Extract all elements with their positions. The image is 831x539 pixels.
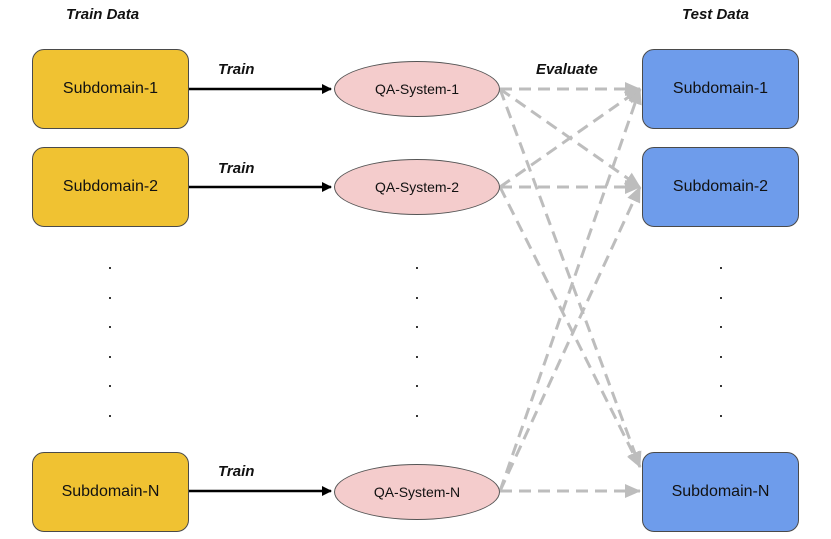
evaluate-label: Evaluate bbox=[536, 61, 598, 78]
ellipsis-dot: · bbox=[718, 286, 724, 307]
ellipsis-dot: · bbox=[414, 404, 420, 425]
evaluate-arrow-qa2-to-test1 bbox=[499, 87, 641, 189]
evaluate-arrow-qan-to-test1 bbox=[498, 88, 642, 492]
qa-system-n-node: QA-System-N bbox=[334, 464, 500, 520]
ellipsis-dot: · bbox=[107, 375, 113, 396]
ellipsis-dot: · bbox=[414, 345, 420, 366]
ellipsis-dot: · bbox=[718, 257, 724, 277]
train-subdomain-1-box: Subdomain-1 bbox=[32, 49, 189, 129]
ellipsis-dot: · bbox=[718, 375, 724, 396]
train-label-1: Train bbox=[218, 61, 255, 78]
evaluate-arrow-qa2-to-testn bbox=[498, 186, 642, 468]
qa-system-2-node: QA-System-2 bbox=[334, 159, 500, 215]
ellipsis-dot: · bbox=[718, 345, 724, 366]
test-subdomain-2-box: Subdomain-2 bbox=[642, 147, 799, 227]
ellipsis-dot: · bbox=[414, 286, 420, 307]
train-data-header: Train Data bbox=[66, 6, 140, 23]
test-subdomain-1-box: Subdomain-1 bbox=[642, 49, 799, 129]
ellipsis-dot: · bbox=[107, 345, 113, 366]
ellipsis-dot: · bbox=[718, 316, 724, 337]
ellipsis-dot: · bbox=[414, 375, 420, 396]
evaluate-arrow-qan-to-test2 bbox=[498, 186, 642, 492]
test-subdomain-n-box: Subdomain-N bbox=[642, 452, 799, 532]
ellipsis-dot: · bbox=[107, 257, 113, 277]
ellipsis-dot: · bbox=[107, 404, 113, 425]
test-data-header: Test Data bbox=[682, 6, 749, 23]
train-subdomain-n-box: Subdomain-N bbox=[32, 452, 189, 532]
test-ellipsis-dots: · · · · · · bbox=[716, 253, 726, 431]
ellipsis-dot: · bbox=[414, 316, 420, 337]
evaluate-arrow-qa1-to-testn bbox=[498, 88, 642, 468]
train-label-2: Train bbox=[218, 160, 255, 177]
train-ellipsis-dots: · · · · · · bbox=[105, 253, 115, 431]
ellipsis-dot: · bbox=[107, 286, 113, 307]
train-subdomain-2-box: Subdomain-2 bbox=[32, 147, 189, 227]
ellipsis-dot: · bbox=[718, 404, 724, 425]
qa-system-1-node: QA-System-1 bbox=[334, 61, 500, 117]
qa-ellipsis-dots: · · · · · · bbox=[412, 253, 422, 431]
ellipsis-dot: · bbox=[107, 316, 113, 337]
train-label-n: Train bbox=[218, 463, 255, 480]
ellipsis-dot: · bbox=[414, 257, 420, 277]
